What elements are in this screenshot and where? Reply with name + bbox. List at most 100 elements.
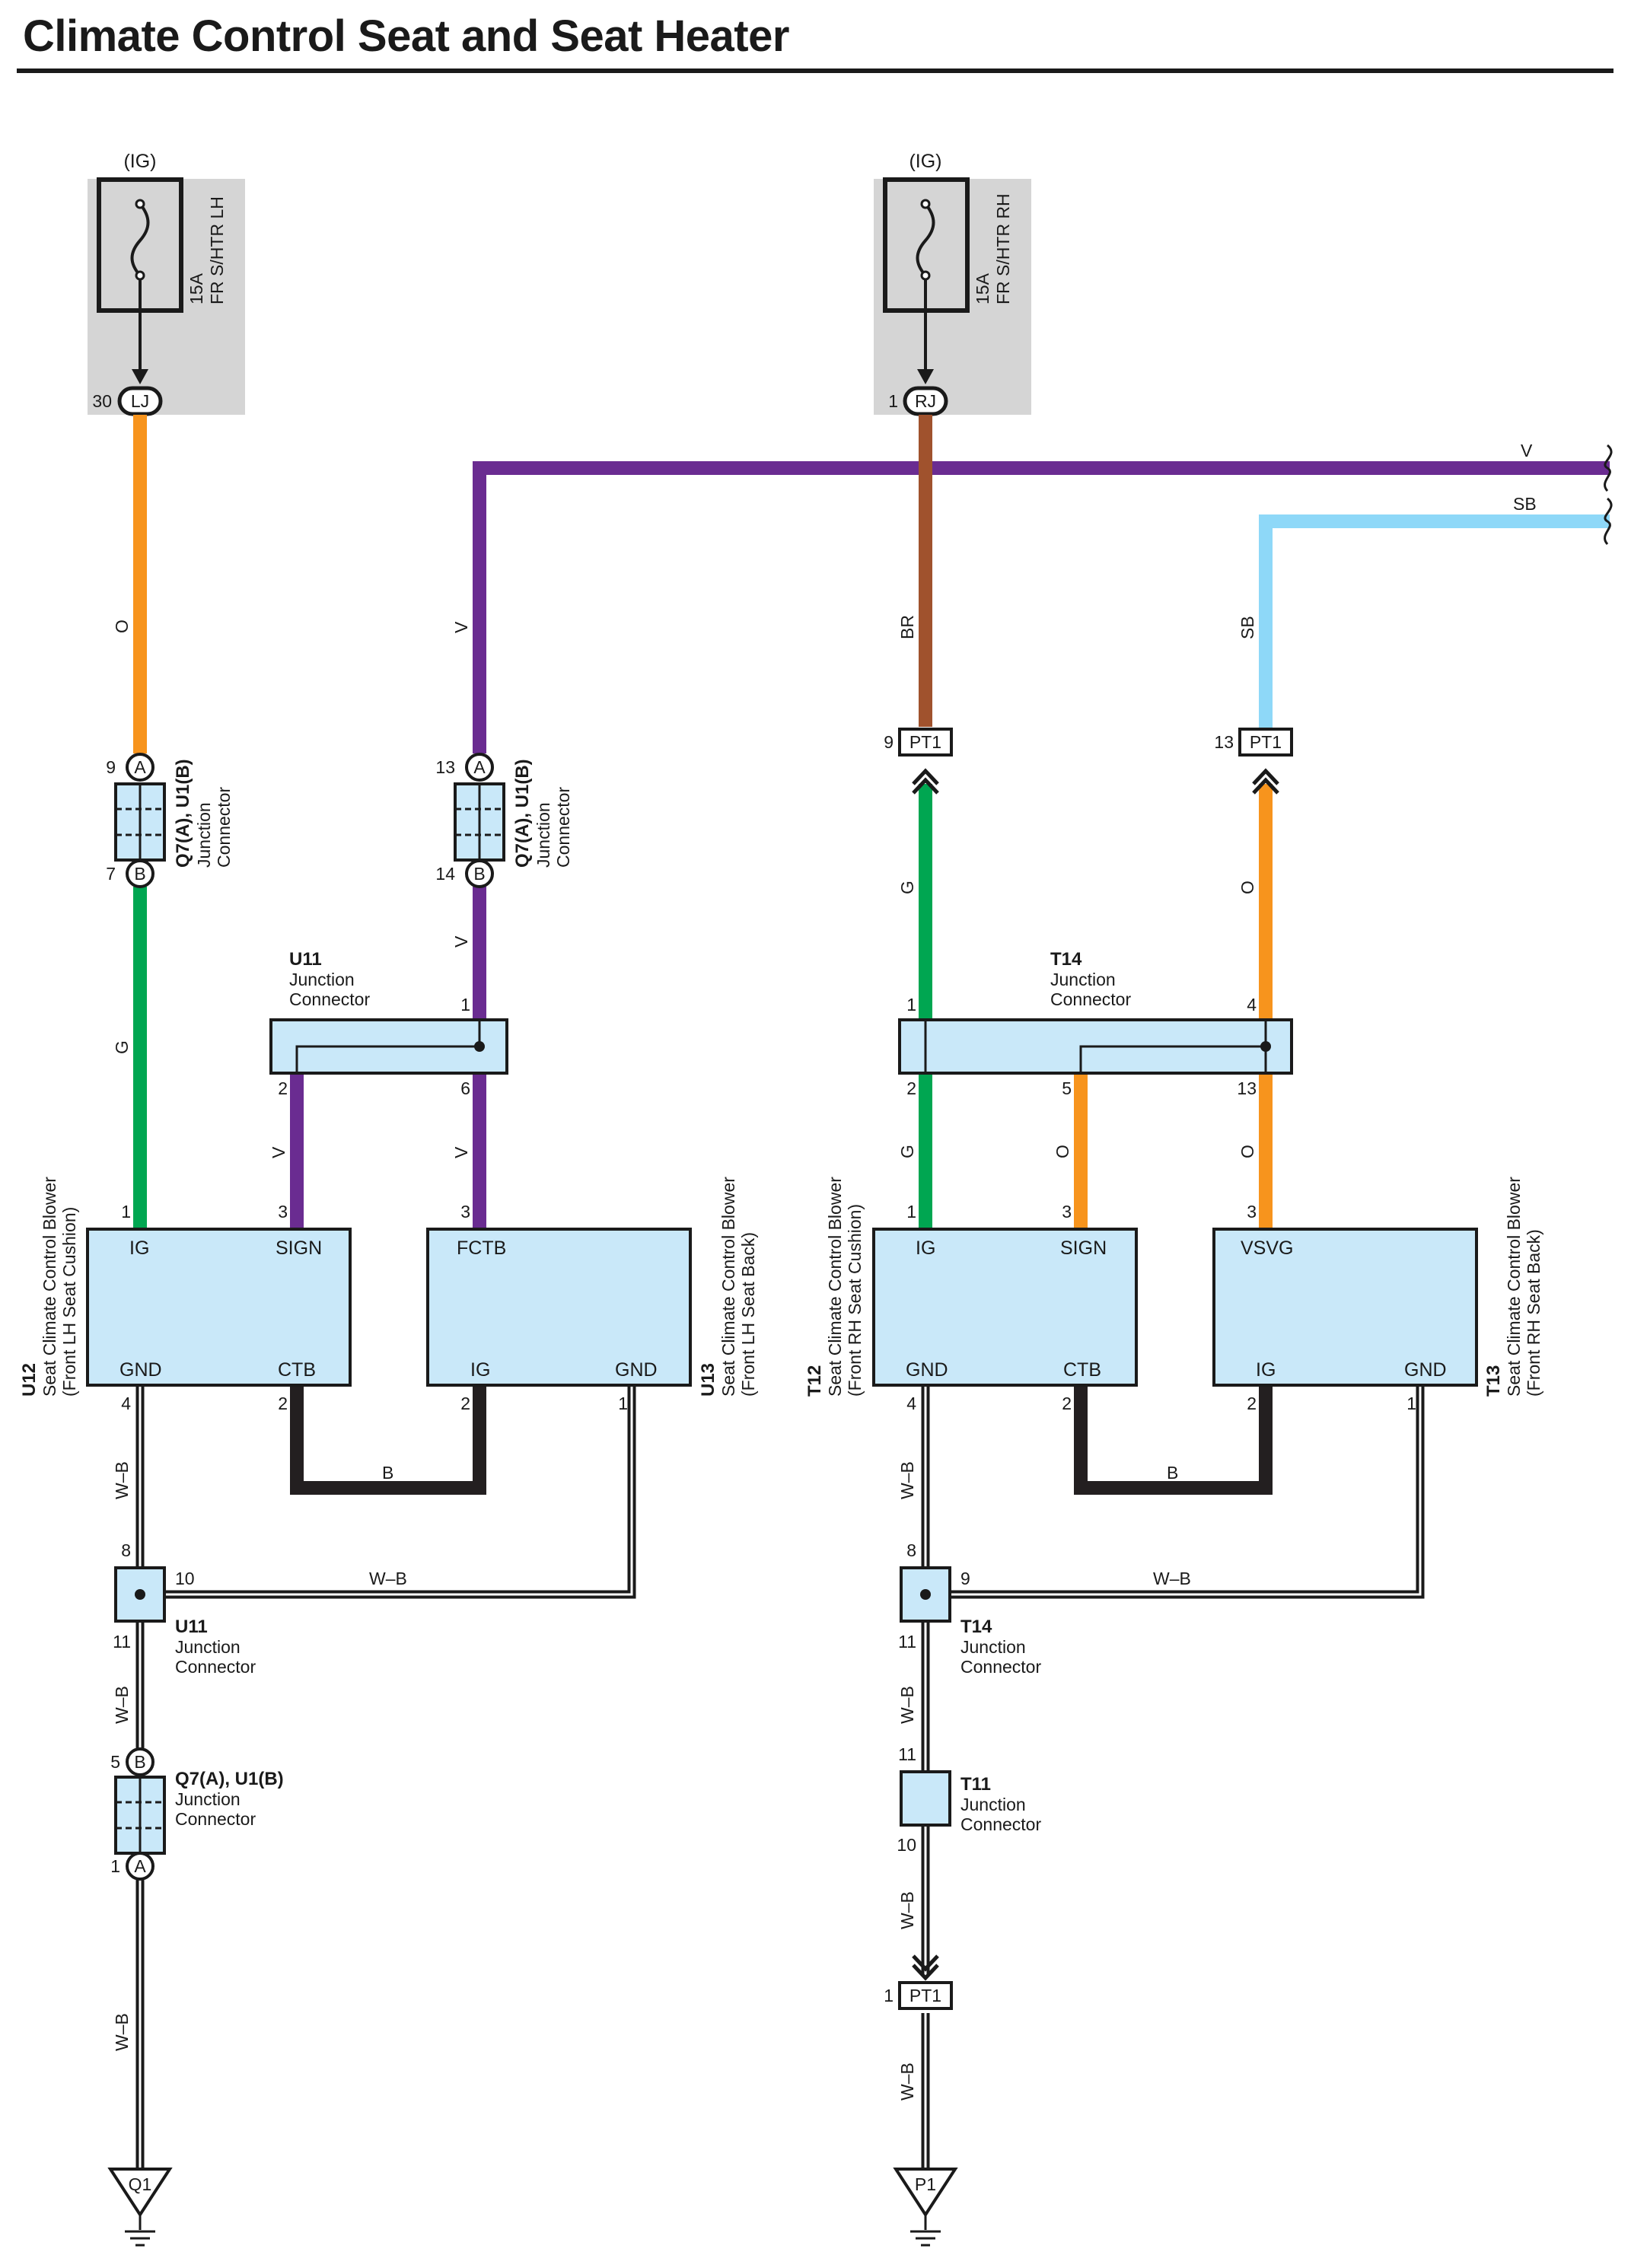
svg-text:Junction: Junction	[534, 802, 553, 868]
svg-text:Connector: Connector	[175, 1657, 256, 1677]
wire-label: V	[451, 1146, 471, 1158]
pin-label: 1	[121, 1202, 131, 1222]
wire-break-icon	[1604, 444, 1613, 492]
wb-wires	[135, 1385, 1425, 2169]
svg-text:Connector: Connector	[1050, 989, 1131, 1009]
block-u13: FCTB IG GND U13 Seat Climate Control Blo…	[426, 1177, 758, 1413]
fuse-rh-connector: RJ	[915, 391, 936, 411]
q7-title: Q7(A), U1(B)	[173, 759, 193, 868]
svg-text:B: B	[134, 1752, 145, 1772]
svg-text:U11: U11	[175, 1617, 208, 1637]
svg-text:Seat Climate Control Blower: Seat Climate Control Blower	[40, 1177, 59, 1397]
svg-text:A: A	[473, 757, 486, 777]
pin-label: 5	[1062, 1078, 1072, 1098]
svg-text:B: B	[473, 864, 485, 884]
svg-text:FCTB: FCTB	[457, 1238, 506, 1259]
pin-label: 14	[435, 864, 455, 884]
wire-label: V	[451, 935, 471, 948]
fuse-icon	[130, 202, 150, 277]
block-t13: VSVG IG GND T13 Seat Climate Control Blo…	[1212, 1177, 1543, 1413]
svg-text:PT1: PT1	[909, 1986, 941, 2005]
wire-label: O	[1238, 881, 1257, 894]
svg-text:CTB: CTB	[278, 1359, 316, 1381]
svg-text:GND: GND	[906, 1359, 948, 1381]
fuse-lh-connector: LJ	[131, 391, 149, 411]
pin-label: 3	[1062, 1202, 1072, 1222]
wire-label: W–B	[112, 1686, 132, 1724]
title-rule	[17, 68, 1613, 73]
wire-label: V	[269, 1146, 288, 1158]
pin-label: 2	[460, 1394, 470, 1413]
svg-text:Connector: Connector	[214, 787, 234, 868]
svg-text:Seat Climate Control Blower: Seat Climate Control Blower	[1504, 1177, 1524, 1397]
svg-text:(Front LH Seat Cushion): (Front LH Seat Cushion)	[59, 1207, 79, 1397]
svg-text:Connector: Connector	[960, 1814, 1041, 1834]
wire-label: SB	[1513, 494, 1537, 514]
wire-label: SB	[1238, 616, 1257, 639]
svg-text:Junction: Junction	[1050, 970, 1116, 989]
pin-label: 2	[278, 1394, 288, 1413]
svg-text:Q7(A), U1(B): Q7(A), U1(B)	[512, 759, 533, 868]
t14-title: T14	[1050, 949, 1082, 970]
junction-u11-splice: 8 10 11 U11 Junction Connector	[113, 1540, 256, 1677]
svg-text:PT1: PT1	[1250, 732, 1282, 752]
pin-label: 11	[898, 1632, 916, 1652]
pin-label: 3	[1247, 1202, 1257, 1222]
t12-code: T12	[804, 1365, 825, 1397]
fuse-lh: (IG) 15A FR S/HTR LH LJ 30	[88, 151, 245, 416]
wire-label: W–B	[369, 1569, 407, 1588]
svg-text:Junction: Junction	[960, 1637, 1026, 1657]
pin-label: 1	[906, 1202, 916, 1222]
pin-label: 8	[121, 1540, 131, 1560]
svg-text:Seat Climate Control Blower: Seat Climate Control Blower	[718, 1177, 738, 1397]
wire-label: G	[897, 881, 917, 894]
svg-text:Seat Climate Control Blower: Seat Climate Control Blower	[825, 1177, 845, 1397]
svg-text:Q7(A), U1(B): Q7(A), U1(B)	[175, 1769, 284, 1789]
fuse-lh-pin: 30	[92, 391, 112, 411]
wire-label: B	[1167, 1463, 1178, 1483]
q7-a-label: A	[134, 757, 146, 777]
wire-label: B	[382, 1463, 393, 1483]
fuse-rh: (IG) 15A FR S/HTR RH RJ 1	[874, 151, 1031, 416]
pin-label: 1	[906, 995, 916, 1015]
pin-label: 13	[435, 757, 455, 777]
pin-label: 4	[906, 1394, 916, 1413]
wire-break-icon	[1604, 497, 1613, 546]
svg-text:Junction: Junction	[289, 970, 355, 989]
wire-b-lh	[290, 1385, 486, 1495]
svg-text:GND: GND	[615, 1359, 658, 1381]
svg-text:(Front RH Seat Cushion): (Front RH Seat Cushion)	[845, 1204, 865, 1397]
pin-label: 11	[898, 1744, 916, 1764]
wire-label: G	[112, 1040, 132, 1054]
svg-text:VSVG: VSVG	[1241, 1238, 1293, 1259]
fuse-lh-ig: (IG)	[123, 151, 156, 172]
wire-label: W–B	[112, 2013, 132, 2051]
pin-label: 1	[884, 1986, 894, 2005]
svg-text:Connector: Connector	[960, 1657, 1041, 1677]
wire-label: W–B	[897, 2063, 917, 2101]
q7-b-label: B	[134, 864, 145, 884]
block-u12: IG SIGN GND CTB U12 Seat Climate Control…	[19, 1177, 352, 1413]
wire-label: G	[897, 1145, 917, 1158]
svg-text:Junction: Junction	[960, 1795, 1026, 1814]
pin-label: 1	[460, 995, 470, 1015]
page-title: Climate Control Seat and Seat Heater	[23, 11, 789, 61]
fuse-box-lh	[88, 179, 245, 415]
fuse-rh-pin: 1	[888, 391, 898, 411]
wire-label: V	[1521, 441, 1533, 460]
svg-text:PT1: PT1	[909, 732, 941, 752]
ground-q1: Q1	[107, 2168, 173, 2247]
svg-text:Junction: Junction	[194, 802, 214, 868]
block-t12: IG SIGN GND CTB T12 Seat Climate Control…	[804, 1177, 1138, 1413]
wire-b-rh	[1074, 1385, 1273, 1495]
pt1-connector-ground: PT1 1	[884, 1954, 953, 2010]
pin-label: 5	[110, 1752, 120, 1772]
u11-title: U11	[289, 949, 322, 970]
wire-label: O	[1238, 1145, 1257, 1158]
wire-label: W–B	[1153, 1569, 1191, 1588]
pin-label: 1	[618, 1394, 628, 1413]
ground-q1-label: Q1	[129, 2174, 152, 2194]
svg-text:IG: IG	[470, 1359, 490, 1381]
svg-text:SIGN: SIGN	[1060, 1238, 1107, 1259]
